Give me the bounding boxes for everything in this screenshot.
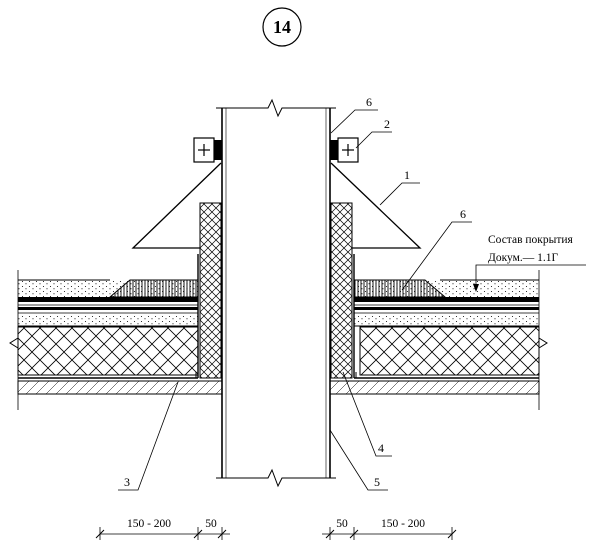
sheet-number: 14 — [273, 17, 291, 37]
dimension-left — [95, 527, 230, 540]
callout-2: 2 — [384, 117, 390, 131]
roof-right — [329, 254, 548, 410]
umbrella-cap-right — [330, 162, 422, 249]
callout-5: 5 — [374, 475, 380, 489]
dim-right-main: 150 - 200 — [381, 518, 425, 530]
leaders — [118, 109, 586, 491]
roof-note-line2: Докум.— 1.1Г — [488, 252, 559, 264]
roof-left — [9, 254, 225, 410]
dimension-right — [322, 527, 457, 540]
callout-3: 3 — [124, 475, 130, 489]
callout-6-right: 6 — [460, 207, 466, 221]
umbrella-cap-left — [131, 162, 222, 249]
pipe-insulation-right — [330, 202, 353, 379]
roof-note-line1: Состав покрытия — [488, 234, 574, 246]
sheet-number-badge: 14 — [262, 7, 302, 47]
dim-left-main: 150 - 200 — [127, 518, 171, 530]
pipe — [216, 98, 336, 488]
dim-left-gap: 50 — [205, 518, 217, 530]
callout-4: 4 — [378, 441, 384, 455]
clamp-right — [330, 137, 359, 163]
callout-6-top: 6 — [366, 95, 372, 109]
callout-1: 1 — [404, 168, 410, 182]
clamp-left — [193, 137, 222, 163]
pipe-insulation-left — [199, 202, 222, 379]
dim-right-gap: 50 — [336, 518, 348, 530]
